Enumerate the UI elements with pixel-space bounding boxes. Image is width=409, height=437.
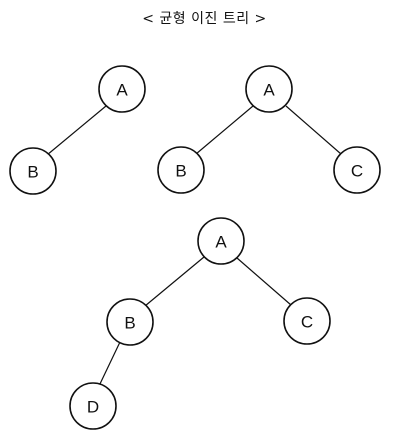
- node-t3-d: D: [69, 382, 117, 430]
- node-t1-b: B: [9, 147, 57, 195]
- node-circle: [333, 146, 381, 194]
- edge-t1-a-b: [46, 105, 107, 156]
- node-t3-a: A: [197, 217, 245, 265]
- node-label: B: [27, 163, 38, 182]
- node-label: B: [124, 314, 135, 333]
- edge-t3-a-b: [144, 256, 205, 307]
- edge-t2-a-c: [285, 105, 342, 155]
- node-circle: [69, 382, 117, 430]
- node-t1-a: A: [98, 65, 146, 113]
- node-circle: [157, 146, 205, 194]
- tree-2: A B C: [157, 65, 381, 194]
- tree-3: A B C D: [69, 217, 331, 430]
- node-t2-b: B: [157, 146, 205, 194]
- node-t3-c: C: [283, 297, 331, 345]
- node-circle: [245, 65, 293, 113]
- node-circle: [283, 297, 331, 345]
- node-circle: [9, 147, 57, 195]
- node-label: A: [215, 233, 227, 252]
- node-label: C: [301, 313, 313, 332]
- edge-t3-a-c: [236, 257, 292, 306]
- edge-t2-a-b: [195, 105, 254, 155]
- node-circle: [106, 298, 154, 346]
- node-circle: [98, 65, 146, 113]
- node-t2-a: A: [245, 65, 293, 113]
- node-label: A: [263, 81, 275, 100]
- node-label: A: [116, 81, 128, 100]
- edge-t3-b-d: [98, 341, 121, 387]
- diagram-title: < 균형 이진 트리 >: [142, 11, 267, 27]
- node-t2-c: C: [333, 146, 381, 194]
- node-circle: [197, 217, 245, 265]
- tree-1: A B: [9, 65, 146, 195]
- node-label: D: [87, 398, 99, 417]
- node-label: B: [175, 162, 186, 181]
- node-t3-b: B: [106, 298, 154, 346]
- node-label: C: [351, 162, 363, 181]
